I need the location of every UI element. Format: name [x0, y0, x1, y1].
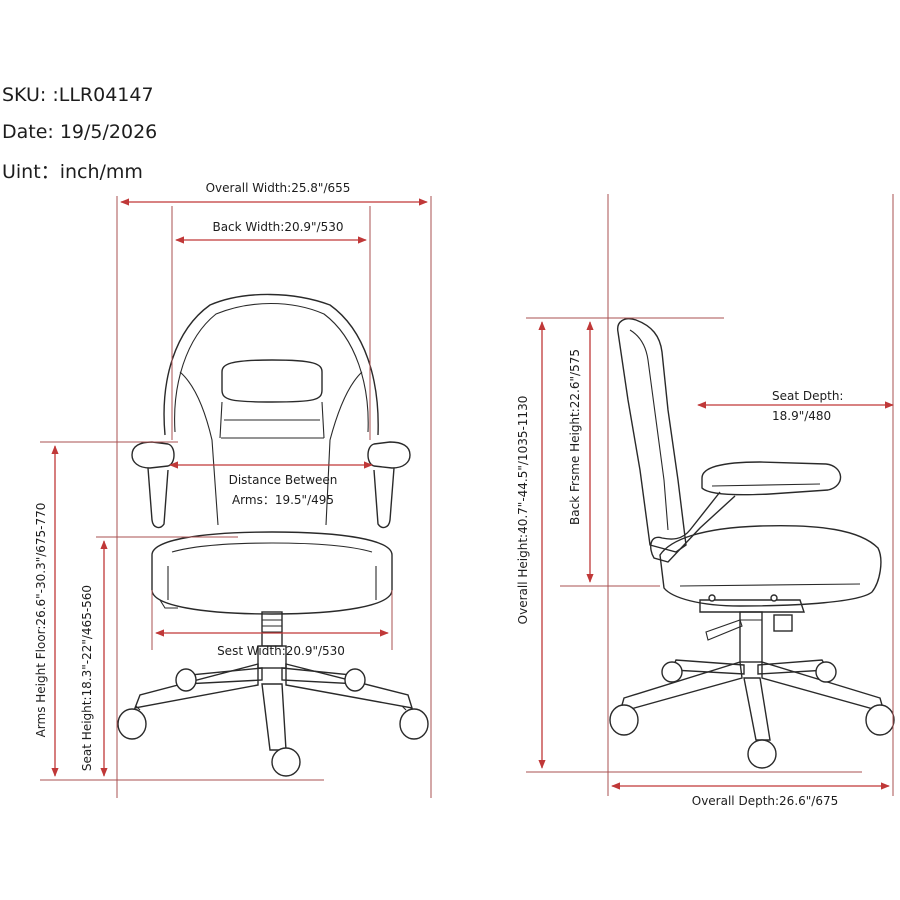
sku-row: SKU::LLR04147	[2, 84, 154, 106]
unit-row: Uint：inch/mm	[2, 157, 143, 184]
back-width-label: Back Width:20.9"/530	[212, 220, 343, 234]
seat-height-label: Seat Height:18.3"-22"/465-560	[80, 585, 94, 771]
sku-label: SKU:	[2, 84, 47, 106]
arms-height-floor-label: Arms Height Floor:26.6"-30.3"/675-770	[34, 503, 48, 738]
date-row: Date:19/5/2026	[2, 121, 157, 143]
seat-depth-value-label: 18.9"/480	[772, 409, 831, 423]
seat-depth-label: Seat Depth:	[772, 389, 843, 403]
distance-between-arms-label: Arms：19.5"/495	[232, 493, 334, 507]
date-label: Date:	[2, 121, 54, 143]
sku-value: :LLR04147	[52, 84, 154, 106]
overall-height-label: Overall Height:40.7"-44.5"/1035-1130	[516, 396, 530, 625]
back-frame-height-label: Back Frsme Height:22.6"/575	[568, 349, 582, 525]
overall-depth-label: Overall Depth:26.6"/675	[692, 794, 838, 808]
distance-between-label: Distance Between	[229, 473, 338, 487]
front-dimensions: Overall Width:25.8"/655 Back Width:20.9"…	[34, 181, 432, 798]
unit-value: inch/mm	[59, 161, 143, 183]
seat-width-label: Sest Width:20.9"/530	[217, 644, 345, 658]
unit-label: Uint：	[2, 161, 60, 183]
front-view-chair	[117, 293, 429, 777]
overall-width-label: Overall Width:25.8"/655	[206, 181, 351, 195]
side-dimensions: Overall Height:40.7"-44.5"/1035-1130 Bac…	[516, 194, 894, 808]
side-view-chair	[609, 318, 895, 769]
date-value: 19/5/2026	[59, 121, 158, 143]
